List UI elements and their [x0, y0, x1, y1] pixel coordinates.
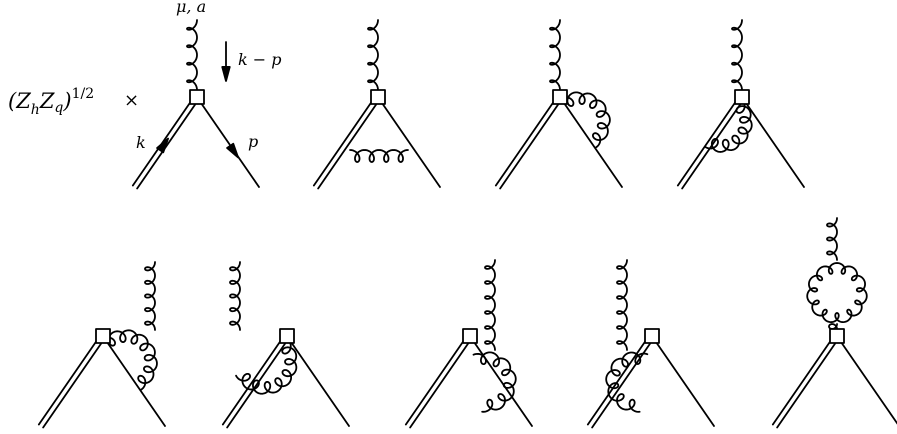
- heavy-quark-line-b: [317, 103, 378, 190]
- diagram-tree: [131, 19, 260, 190]
- heavy-quark-line-a: [37, 339, 98, 426]
- heavy-quark-line: [771, 339, 837, 429]
- heavy-quark-line-b: [776, 342, 837, 429]
- loop-gluon: [349, 149, 409, 163]
- external-gluon: [616, 259, 628, 351]
- heavy-quark-arrow: [156, 137, 169, 154]
- heavy-quark-line: [676, 100, 742, 190]
- external-gluon: [826, 217, 838, 261]
- current-vertex-box: [189, 89, 205, 105]
- external-gluon: [186, 19, 198, 91]
- gluon-momentum-arrowhead: [221, 66, 231, 82]
- loop-gluon: [806, 262, 868, 324]
- heavy-quark-line: [37, 339, 103, 429]
- prefactor-formula: (ZhZq)1/2: [8, 86, 94, 118]
- heavy-quark-line: [404, 339, 470, 429]
- gluon-momentum-label: k − p: [238, 50, 282, 69]
- loop-gluon: [100, 329, 158, 391]
- heavy-quark-line-b: [42, 342, 103, 429]
- external-gluon: [144, 261, 156, 331]
- current-vertex-box: [552, 89, 568, 105]
- diagram-gluon-attached-heavy-loop: [221, 261, 350, 429]
- external-gluon: [229, 261, 241, 331]
- diagram-gluon-self-energy-loop: [771, 217, 897, 429]
- current-vertex-box: [462, 328, 478, 344]
- diagram-light-line-vertex-gluon: [494, 19, 623, 190]
- heavy-quark-line-b: [226, 342, 287, 429]
- heavy-quark-line-a: [771, 339, 832, 426]
- loop-gluon: [605, 351, 649, 413]
- current-vertex-box: [829, 328, 845, 344]
- heavy-quark-line: [221, 339, 287, 429]
- current-vertex-box: [279, 328, 295, 344]
- external-gluon: [731, 19, 743, 91]
- loop-gluon: [472, 351, 517, 413]
- external-gluon: [367, 19, 379, 91]
- gluon-indices-label: μ, a: [176, 0, 206, 16]
- external-gluon: [484, 259, 496, 351]
- diagram-group: [37, 19, 897, 429]
- heavy-quark-line-a: [404, 339, 465, 426]
- light-quark-line: [381, 102, 441, 188]
- heavy-quark-line-b: [591, 342, 652, 429]
- diagram-heavy-line-vertex-gluon: [676, 19, 805, 190]
- light-quark-line: [655, 341, 715, 427]
- heavy-quark-line-b: [499, 103, 560, 190]
- heavy-quark-line-a: [494, 100, 555, 187]
- current-vertex-box: [734, 89, 750, 105]
- light-quark-line: [106, 341, 166, 427]
- light-quark-momentum-label: p: [248, 132, 258, 151]
- current-vertex-box: [95, 328, 111, 344]
- heavy-quark-line-a: [221, 339, 282, 426]
- current-vertex-box: [644, 328, 660, 344]
- light-quark-line: [290, 341, 350, 427]
- diagram-vertex-correction: [312, 19, 441, 190]
- times-symbol: ×: [124, 90, 139, 111]
- loop-gluon: [704, 98, 753, 153]
- heavy-quark-line-b: [409, 342, 470, 429]
- diagram-gluon-on-heavy-line-loop: [586, 259, 715, 429]
- internal-gluon: [828, 323, 838, 330]
- light-quark-line: [840, 341, 897, 425]
- current-vertex-box: [370, 89, 386, 105]
- heavy-quark-line-b: [681, 103, 742, 190]
- heavy-quark-line: [494, 100, 560, 190]
- light-quark-line: [745, 102, 805, 188]
- loop-gluon: [559, 91, 611, 149]
- diagram-gluon-attached-light-loop: [37, 261, 166, 429]
- light-quark-line: [563, 102, 623, 188]
- diagram-gluon-on-light-line-loop: [404, 259, 533, 429]
- heavy-quark-line: [312, 100, 378, 190]
- heavy-quark-momentum-label: k: [136, 133, 146, 152]
- heavy-quark-line-a: [312, 100, 373, 187]
- heavy-quark-line-a: [676, 100, 737, 187]
- external-gluon: [549, 19, 561, 91]
- loop-gluon: [235, 339, 298, 395]
- light-quark-arrow: [226, 142, 239, 159]
